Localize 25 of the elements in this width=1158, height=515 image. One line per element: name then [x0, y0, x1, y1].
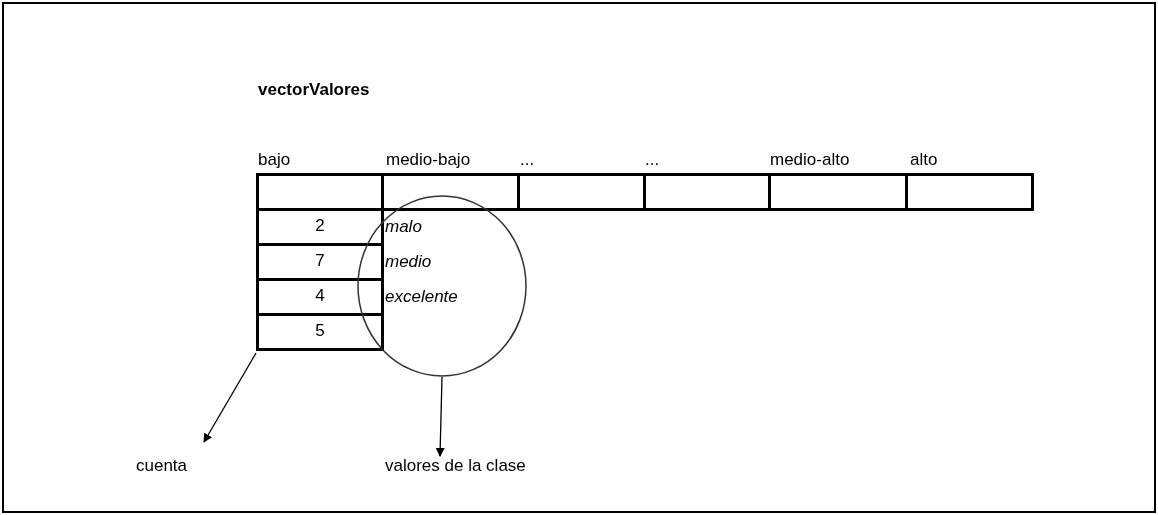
arrow: [203, 352, 257, 443]
annotation-text: valores de la clase: [385, 456, 526, 476]
row-label: excelente: [385, 287, 458, 307]
array-cell: [517, 173, 646, 211]
array-cell: [381, 173, 520, 211]
array-cell: [768, 173, 908, 211]
array-cell: [643, 173, 771, 211]
annotation-text: cuenta: [136, 456, 188, 476]
title: vectorValores: [258, 80, 370, 100]
count-cell: 5: [256, 313, 384, 351]
column-header: ...: [645, 150, 660, 170]
count-cell: 4: [256, 278, 384, 316]
column-header: medio-bajo: [386, 150, 471, 170]
column-header: alto: [910, 150, 938, 170]
array-cell: [905, 173, 1034, 211]
count-cell: 7: [256, 243, 384, 281]
array-cell: [256, 173, 384, 211]
count-cell: 2: [256, 208, 384, 246]
arrow: [435, 376, 445, 457]
column-header: bajo: [258, 150, 291, 170]
column-header: medio-alto: [770, 150, 850, 170]
column-header: ...: [520, 150, 535, 170]
circle: [357, 195, 527, 377]
row-label: medio: [385, 252, 432, 272]
row-label: malo: [385, 217, 422, 237]
